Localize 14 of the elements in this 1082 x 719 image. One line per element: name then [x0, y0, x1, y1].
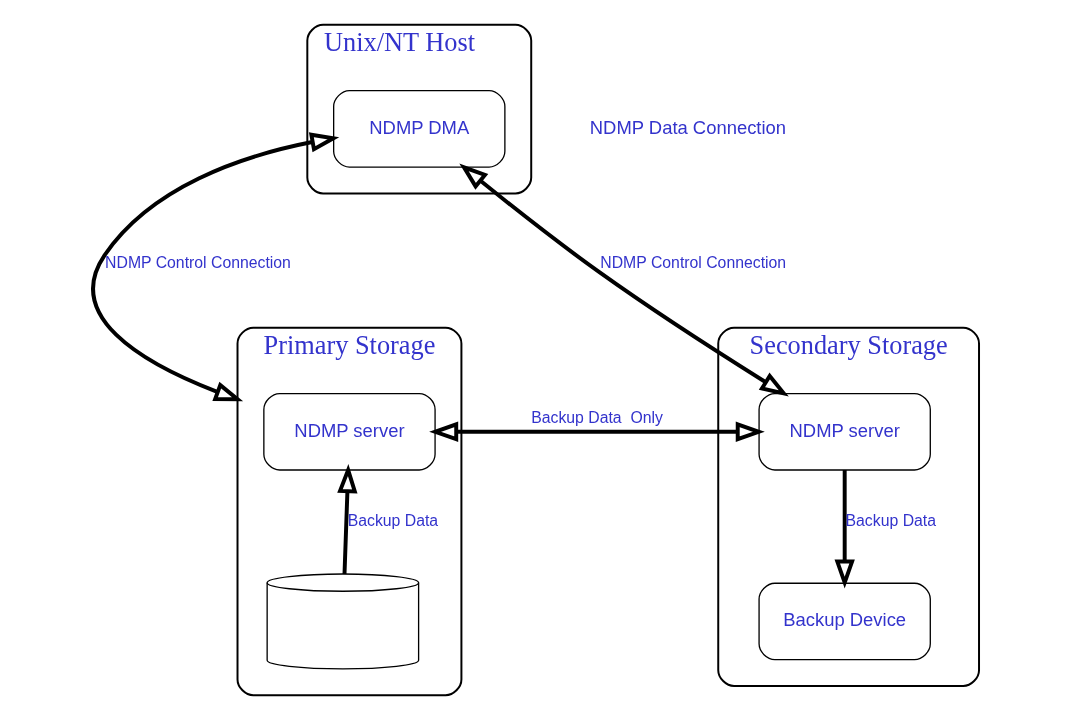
arrow: [834, 469, 855, 589]
node-box: Backup Device: [758, 582, 931, 660]
edge-label: Backup Data: [347, 511, 439, 529]
edge-label: NDMP Control Connection: [600, 253, 787, 271]
node-box: NDMP server: [758, 392, 931, 471]
edge-label: Backup Data Only: [531, 408, 663, 426]
edge-label: NDMP Control Connection: [105, 253, 291, 271]
node-box: NDMP DMA: [333, 89, 506, 168]
arrow: [459, 163, 789, 397]
label: NDMP Data Connection: [589, 116, 787, 138]
arrow: [429, 421, 765, 442]
node-box: NDMP server: [263, 392, 436, 471]
arrow: [91, 131, 340, 401]
arrow: [337, 463, 358, 574]
